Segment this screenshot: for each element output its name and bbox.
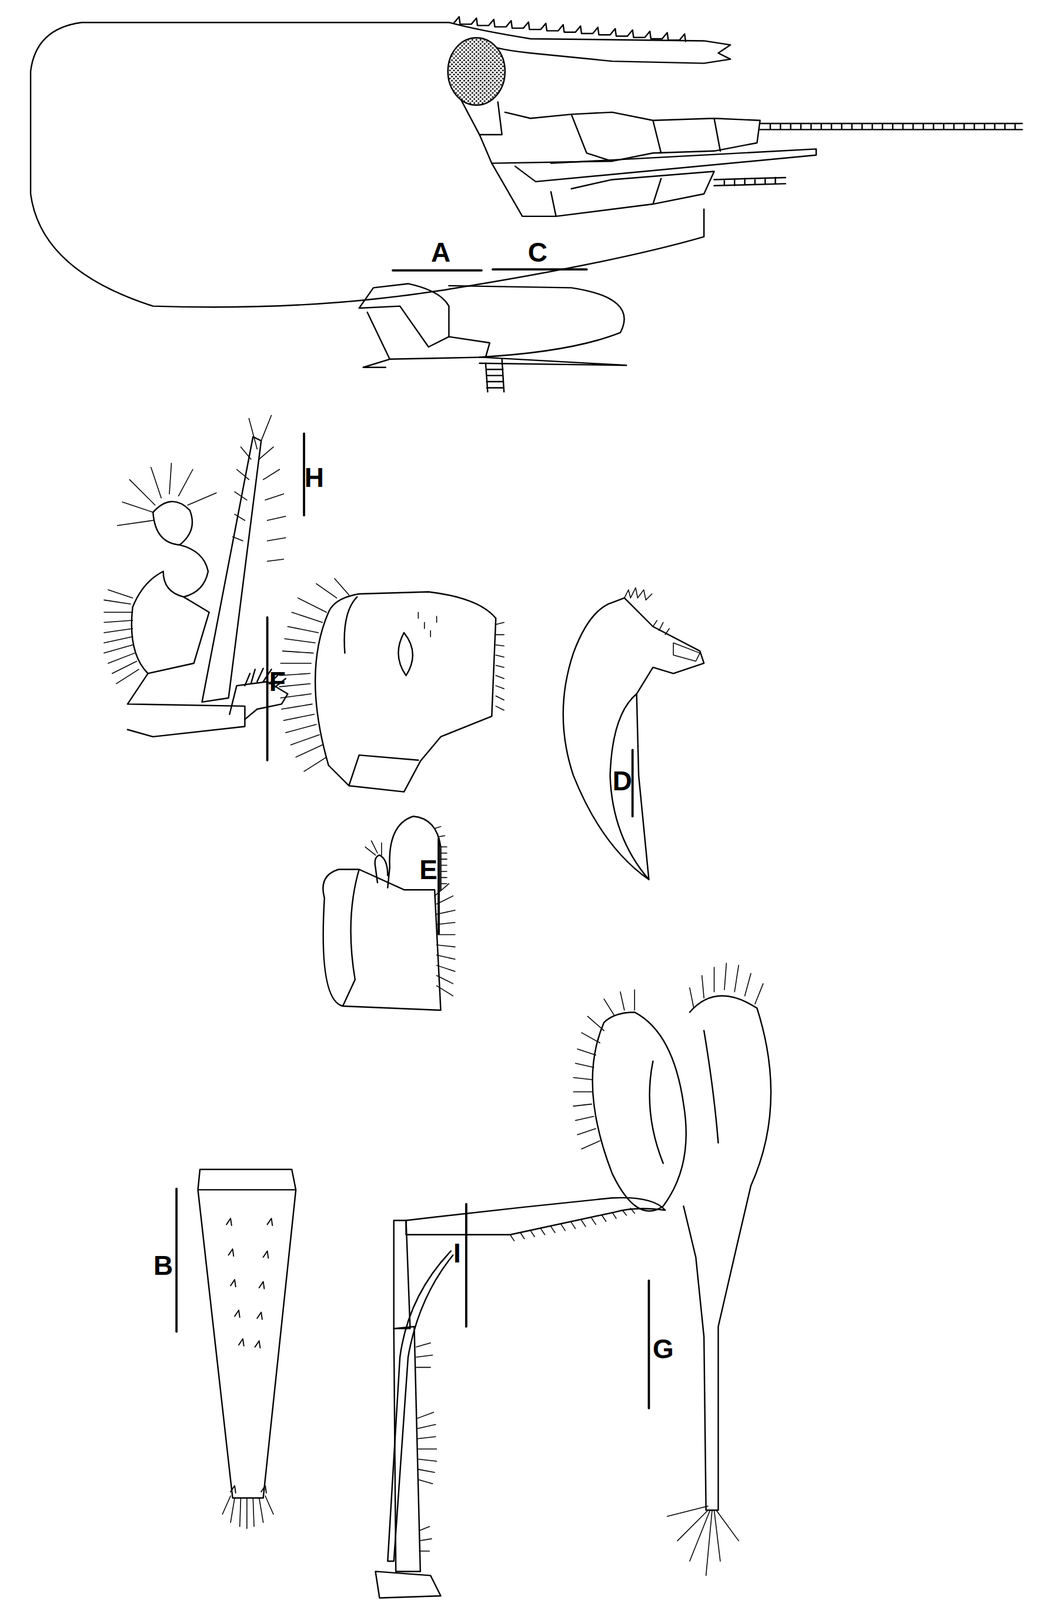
merus	[393, 1326, 421, 1572]
dactylus-setae	[510, 1208, 636, 1242]
telson-setae	[222, 1495, 274, 1529]
endopod-segments	[127, 501, 246, 737]
carapace-outline	[30, 22, 704, 307]
stalk-setae	[667, 1505, 739, 1576]
mandible-teeth	[624, 588, 700, 662]
figure-letter: B	[153, 1251, 173, 1279]
figure-letter: E	[419, 856, 438, 884]
figure-letter: C	[528, 238, 548, 266]
maxillule-outline	[322, 869, 441, 1011]
lobe-left	[592, 1011, 687, 1211]
merus-setae	[416, 1343, 437, 1552]
antennal-scale-outline	[448, 285, 627, 366]
antenna-peduncle	[491, 163, 714, 217]
maxilla-outline	[315, 591, 496, 792]
dactylus	[406, 1197, 666, 1235]
antenna-flagellum	[714, 177, 786, 186]
endopod-setae	[104, 463, 217, 684]
scale-bar	[647, 1280, 651, 1409]
lobe-setae	[573, 963, 764, 1149]
scale-bar	[492, 268, 587, 271]
maxillule-setae	[365, 826, 456, 997]
figure-letter: D	[612, 767, 633, 795]
mandible-outline	[563, 598, 704, 880]
scale-bar	[175, 1188, 178, 1332]
antenna-flagellum-base	[485, 359, 504, 393]
exopod-spine	[387, 1251, 453, 1562]
scale-bar	[465, 1204, 468, 1327]
compound-eye	[448, 37, 506, 106]
figure-letter: G	[652, 1335, 674, 1363]
maxilla-inner-lobe	[344, 596, 413, 676]
lobe-right	[683, 996, 771, 1511]
scale-bar	[437, 838, 440, 934]
antennal-scale	[515, 148, 817, 182]
coxa	[375, 1571, 442, 1598]
carpus	[393, 1220, 411, 1329]
scale-bar	[392, 269, 482, 272]
coxal-lobe	[229, 668, 288, 720]
exopod	[202, 436, 262, 703]
eye-stalk	[460, 99, 502, 135]
antennal-peduncle	[359, 283, 490, 367]
scale-bar	[266, 617, 269, 761]
telson-spines	[226, 1218, 273, 1493]
telson-outline	[198, 1169, 297, 1499]
antennule-flagellum	[760, 123, 1023, 130]
figure-letter: I	[453, 1239, 461, 1267]
figure-letter: H	[304, 463, 324, 491]
exopod-setae	[232, 415, 286, 561]
maxilla-setae	[279, 578, 504, 772]
rostral-teeth	[453, 16, 686, 42]
antennule-peduncle	[479, 112, 760, 164]
figure-letter: A	[431, 238, 451, 266]
maxillule-palp	[375, 816, 442, 890]
figure-letter: F	[269, 667, 286, 696]
